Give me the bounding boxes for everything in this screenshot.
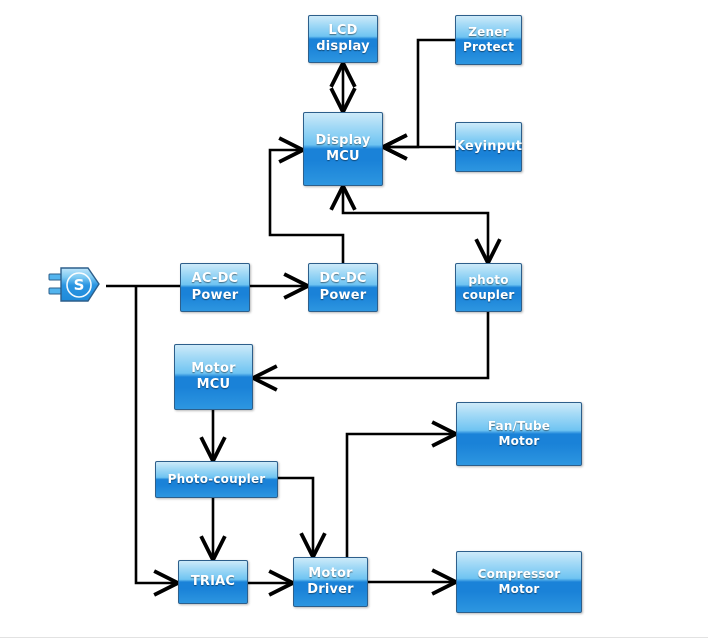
plug-label: S	[74, 276, 85, 294]
node-label-line: Motor	[308, 565, 353, 581]
node-triac[interactable]: TRIAC	[178, 560, 248, 604]
node-label-line: Power	[191, 287, 239, 303]
node-label-line: DC-DC	[319, 271, 367, 287]
connector-mains-bus-to-triac	[134, 286, 178, 583]
node-label-line: Compressor	[477, 567, 561, 581]
connector-photo-lv-to-motor-driver	[278, 476, 313, 557]
node-label-line: Driver	[307, 582, 354, 597]
node-label-line: LCD	[328, 22, 358, 38]
node-label-line: display	[316, 39, 370, 54]
connector-display-mcu-to-photo-hv	[343, 186, 488, 263]
node-label-line: Power	[319, 287, 367, 303]
node-photo-coupler-lv[interactable]: Photo-coupler	[155, 461, 278, 498]
node-label-line: MCU	[326, 149, 360, 164]
node-label-line: Motor	[191, 360, 236, 376]
plug-ring	[66, 272, 92, 298]
connector-photo-hv-to-motor-mcu	[253, 312, 490, 378]
node-label-line: Motor	[498, 434, 540, 448]
node-label-line: photo	[468, 272, 509, 287]
power-plug-icon: S	[48, 258, 104, 314]
node-label-line: Motor	[498, 582, 540, 596]
node-label-line: Zener	[468, 25, 509, 39]
node-label-line: TRIAC	[190, 573, 236, 589]
node-keyinput[interactable]: Keyinput	[455, 122, 522, 172]
plug-prong-top	[48, 273, 62, 281]
node-label-line: Protect	[462, 40, 515, 54]
node-label-line: coupler	[462, 287, 515, 302]
node-label-line: Keyinput	[454, 138, 523, 154]
connector-motor-driver-to-fan	[345, 434, 456, 557]
connector-zener-to-display-mcu	[383, 38, 455, 147]
plug-prong-bottom	[48, 287, 62, 295]
node-label-line: Fan/Tube	[487, 419, 551, 433]
node-label-line: Display	[315, 132, 371, 148]
node-label-line: Photo-coupler	[167, 472, 266, 486]
node-label-line: AC-DC	[191, 271, 239, 287]
node-label-line: MCU	[196, 377, 231, 392]
